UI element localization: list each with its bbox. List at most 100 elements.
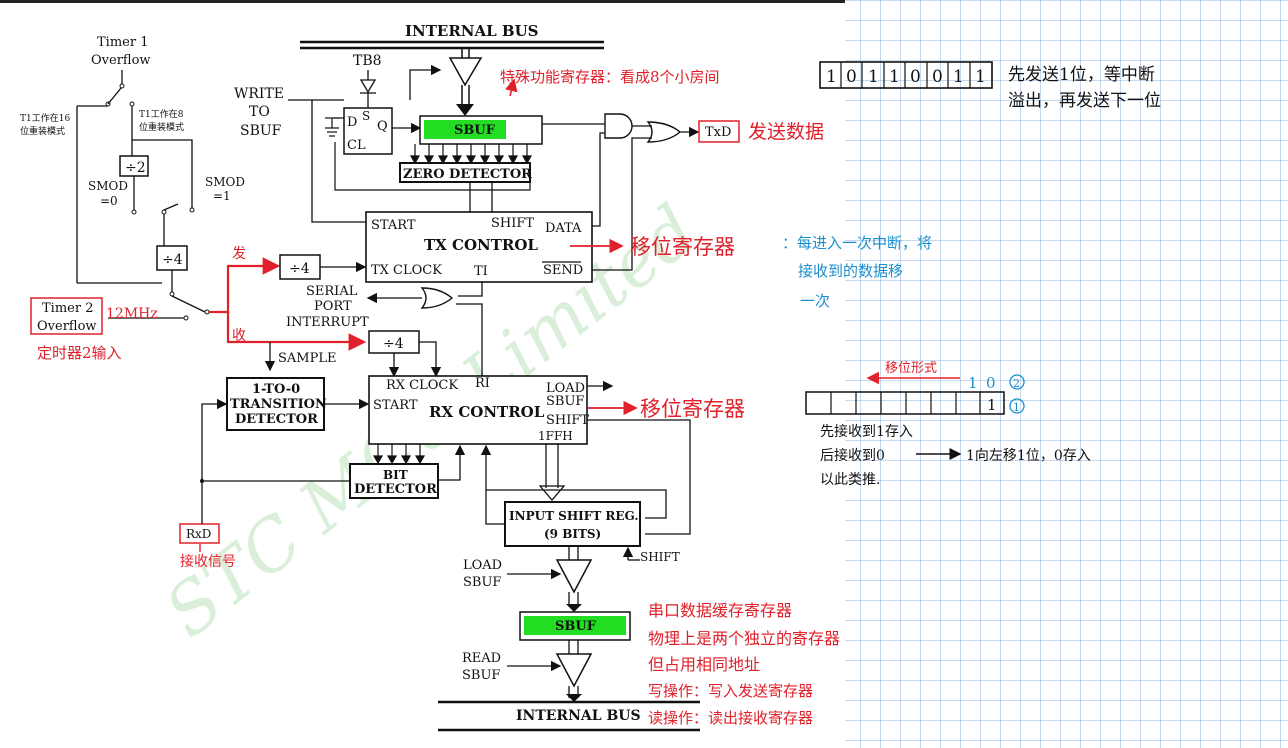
transition-detector: 1-TO-0 TRANSITION DETECTOR [226,377,370,431]
bit-detector: BIT DETECTOR [201,398,492,499]
baud-rate-generator: Timer 1 Overflow T1工作在16 位重装模式 T1工作在8 位重… [20,35,245,321]
sbuf-desc-3: 但占用相同地址 [648,655,760,674]
svg-text:SERIAL: SERIAL [306,284,358,299]
svg-text:÷4: ÷4 [289,261,310,277]
recv-first-note: 先接收到1存入 [820,423,913,440]
internal-bus-top-label: INTERNAL BUS [405,22,539,40]
svg-text:T1工作在8: T1工作在8 [139,108,184,120]
rx-label-shou: 收 [232,328,246,344]
svg-text:SBUF: SBUF [462,668,500,683]
internal-bus-bottom: INTERNAL BUS [438,700,700,732]
svg-text:0: 0 [932,67,943,87]
svg-text:RX CLOCK: RX CLOCK [386,378,458,393]
svg-text:SHIFT: SHIFT [546,413,589,428]
svg-text:2: 2 [1013,377,1020,390]
sbuf-desc-5: 读操作：读出接收寄存器 [648,709,813,727]
svg-text:SMOD: SMOD [205,175,245,189]
svg-text:LOAD: LOAD [463,558,502,573]
sbuf-desc-4: 写操作：写入发送寄存器 [648,682,813,700]
svg-text:START: START [373,398,418,413]
svg-text:1: 1 [987,396,997,414]
svg-text:：每进入一次中断，将: ：每进入一次中断，将 [782,234,932,252]
svg-text:位重装模式: 位重装模式 [20,125,65,137]
svg-text:TI: TI [474,264,488,279]
sbuf-rx: SBUF READ SBUF [462,611,631,702]
svg-text:1: 1 [868,67,879,87]
svg-text:1: 1 [1013,401,1020,414]
svg-text:一次: 一次 [800,292,830,310]
svg-text:1: 1 [953,67,964,87]
svg-text:=0: =0 [100,194,118,208]
timer2-overflow: Timer 2 Overflow [30,297,103,335]
svg-text:SMOD: SMOD [88,179,128,193]
svg-text:TX CLOCK: TX CLOCK [371,263,442,278]
svg-text:RI: RI [475,376,490,391]
svg-text:1向左移1位，0存入: 1向左移1位，0存入 [966,448,1091,464]
sfr-bit-boxes: 1 0 1 1 0 0 1 1 [819,61,993,89]
txd-pin: TxD [698,120,740,143]
svg-text:TO: TO [249,104,270,120]
svg-text:TX CONTROL: TX CONTROL [424,236,538,254]
svg-text:1FFH: 1FFH [538,429,573,443]
svg-text:SBUF: SBUF [463,575,501,590]
rx-load-buffer: LOAD SBUF [463,546,593,612]
rx-clock-divider: ÷4 SAMPLE [264,330,442,378]
tx-output-gates [592,113,700,271]
internal-bus-top: INTERNAL BUS [300,22,604,50]
svg-text:溢出，再发送下一位: 溢出，再发送下一位 [1008,91,1161,111]
tx-control: START SHIFT DATA TX CONTROL TX CLOCK TI … [365,182,593,297]
svg-text:S: S [362,109,370,123]
svg-text:0: 0 [846,67,857,87]
page-top-rule [0,0,845,3]
zero-detector: ZERO DETECTOR [399,162,532,212]
svg-text:÷4: ÷4 [383,336,404,352]
sbuf-to-zero-detector-arrows [409,144,533,165]
rx-control: RX CLOCK RI START RX CONTROL LOAD SBUF S… [368,375,691,535]
svg-text:BIT: BIT [383,468,408,482]
write-to-sbuf: WRITE TO SBUF [234,86,366,223]
d-flip-flop: D S Q CL [325,107,531,191]
shift-register-tx-note: 移位寄存器 [630,235,735,259]
serial-interrupt-gate: SERIAL PORT INTERRUPT [286,284,483,376]
svg-text:DATA: DATA [545,221,582,236]
svg-text:INTERRUPT: INTERRUPT [286,315,369,330]
svg-text:Overflow: Overflow [37,319,97,334]
svg-text:ZERO DETECTOR: ZERO DETECTOR [403,167,532,182]
rxd-pin: RxD [179,478,220,544]
svg-text:÷2: ÷2 [125,160,146,176]
svg-text:TxD: TxD [705,125,731,140]
svg-text:SHIFT: SHIFT [491,216,534,231]
svg-text:INTERNAL BUS: INTERNAL BUS [516,708,641,724]
svg-text:=1: =1 [213,189,231,203]
input-shift-register: INPUT SHIFT REG. (9 BITS) SHIFT [485,489,680,564]
svg-text:CL: CL [347,138,366,153]
svg-text:RxD: RxD [186,527,211,541]
svg-text:T1工作在16: T1工作在16 [20,112,70,124]
svg-text:位重装模式: 位重装模式 [139,121,184,133]
svg-text:SBUF: SBUF [546,394,584,409]
svg-text:WRITE: WRITE [234,86,284,102]
so-on-note: 以此类推. [820,472,880,488]
bus-to-sbuf-buffer [409,48,483,116]
timer2-input-note: 定时器2输入 [37,344,122,362]
sbuf-desc-2: 物理上是两个独立的寄存器 [648,629,840,648]
send-first-note: 先发送1位，等中断 [1008,65,1155,85]
sbuf-tx-label: SBUF [454,123,496,138]
svg-text:PORT: PORT [314,299,352,314]
tb8-label: TB8 [353,53,382,69]
svg-text:DETECTOR: DETECTOR [354,482,437,497]
svg-text:1: 1 [889,67,900,87]
svg-text:SAMPLE: SAMPLE [278,351,336,366]
svg-text:接收到的数据移: 接收到的数据移 [798,262,903,280]
svg-text:÷4: ÷4 [162,252,183,268]
svg-text:D: D [347,115,357,130]
sbuf-tx: SBUF [419,115,605,145]
svg-text:SBUF: SBUF [240,123,282,139]
svg-text:DETECTOR: DETECTOR [235,412,318,427]
svg-text:SEND: SEND [543,263,583,278]
svg-text:0: 0 [910,67,921,87]
tb8: TB8 [353,53,382,108]
send-data-note: 发送数据 [748,121,824,143]
shift-register-rx-note: 移位寄存器 [640,397,745,421]
